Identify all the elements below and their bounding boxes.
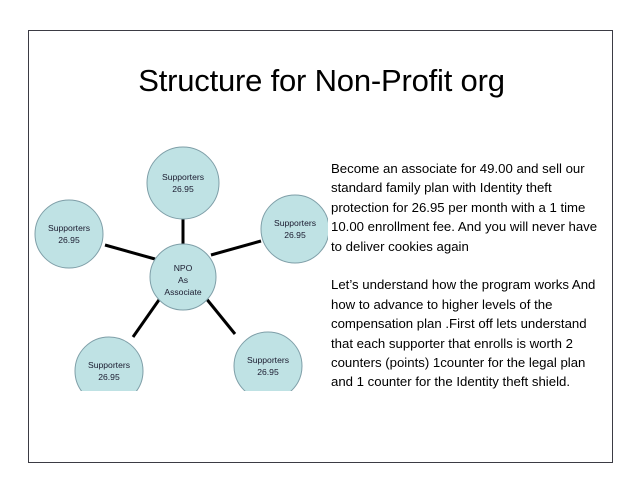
diagram-canvas: Supporters 26.95 Supporters 26.95 Suppor… — [34, 146, 328, 391]
node-label: Supporters — [88, 360, 130, 370]
center-label-line-1: NPO — [174, 263, 193, 273]
node-supporters-left[interactable]: Supporters 26.95 — [34, 199, 104, 269]
node-supporters-bottom-right[interactable]: Supporters 26.95 — [233, 331, 303, 391]
node-label: Supporters — [247, 355, 289, 365]
connector-lines — [104, 219, 262, 338]
connector-center-left — [104, 243, 156, 261]
page-title: Structure for Non-Profit org — [138, 63, 505, 98]
node-value: 26.95 — [257, 367, 279, 377]
node-label: Supporters — [162, 172, 204, 182]
connector-center-bottom-left — [131, 296, 163, 338]
node-value: 26.95 — [284, 230, 306, 240]
center-label-line-3: Associate — [164, 287, 201, 297]
hub-and-spoke-diagram: Supporters 26.95 Supporters 26.95 Suppor… — [33, 101, 328, 391]
node-value: 26.95 — [172, 184, 194, 194]
center-label-line-2: As — [178, 275, 188, 285]
connector-center-right — [210, 239, 262, 257]
node-value: 26.95 — [58, 235, 80, 245]
body-paragraph-2: Let’s understand how the program works A… — [331, 277, 596, 390]
node-supporters-bottom-left[interactable]: Supporters 26.95 — [74, 336, 144, 391]
slide-frame: Structure for Non-Profit org Supporters … — [28, 30, 613, 463]
node-supporters-top[interactable]: Supporters 26.95 — [146, 146, 220, 220]
body-paragraph-1: Become an associate for 49.00 and sell o… — [331, 161, 598, 254]
node-center-npo[interactable]: NPO As Associate — [149, 243, 217, 311]
node-value: 26.95 — [98, 372, 120, 382]
connector-center-bottom-right — [203, 296, 237, 335]
node-supporters-right[interactable]: Supporters 26.95 — [260, 194, 328, 264]
body-text-column: Become an associate for 49.00 and sell o… — [331, 159, 609, 392]
node-label: Supporters — [274, 218, 316, 228]
node-label: Supporters — [48, 223, 90, 233]
